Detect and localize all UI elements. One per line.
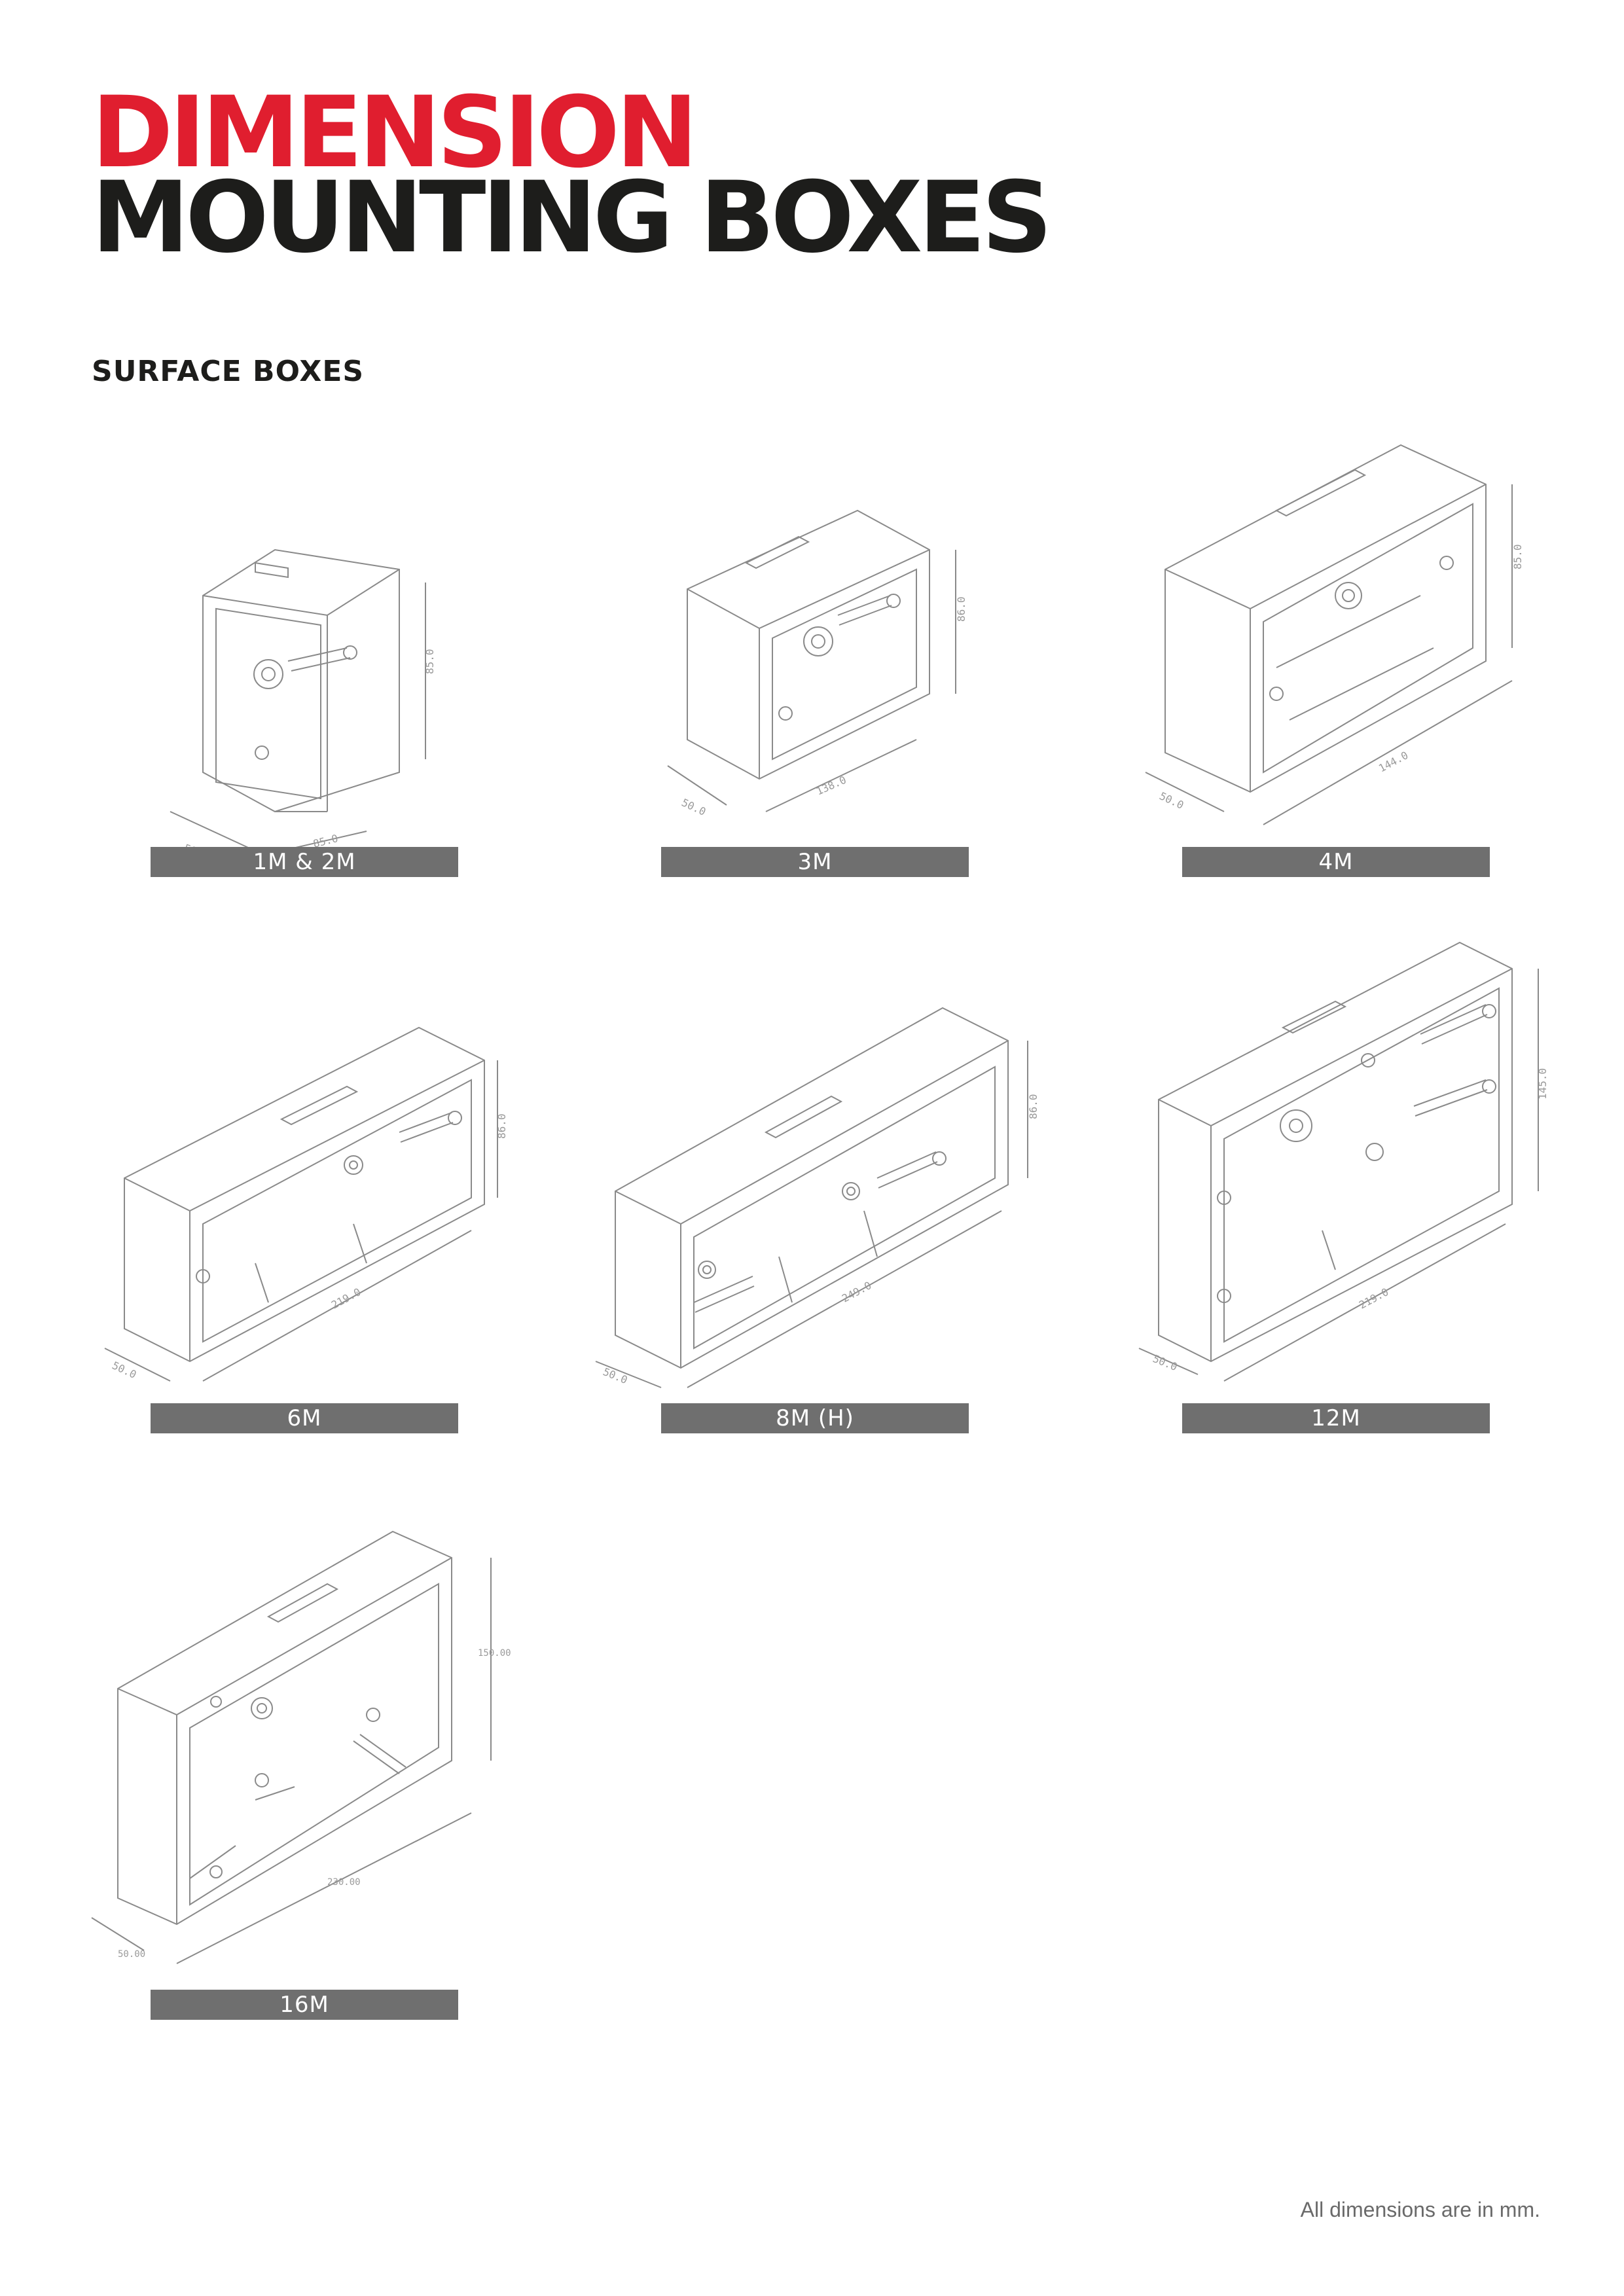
dim-length: 144.0 bbox=[1377, 749, 1410, 774]
dim-depth: 50.00 bbox=[118, 1949, 145, 1960]
box-label-4m: 4M bbox=[1182, 847, 1490, 877]
dim-height: 145.0 bbox=[1536, 1068, 1549, 1100]
box-drawing-16m: 50.00 230.00 150.00 bbox=[92, 1518, 511, 1977]
box-label-12m: 12M bbox=[1182, 1403, 1490, 1433]
footnote: All dimensions are in mm. bbox=[1300, 2198, 1540, 2221]
section-heading: SURFACE BOXES bbox=[92, 355, 365, 388]
dim-depth: 50.0 bbox=[1151, 1352, 1180, 1373]
dim-depth: 50.0 bbox=[602, 1365, 630, 1386]
box-label-3m: 3M bbox=[661, 847, 969, 877]
box-label-8m-h: 8M (H) bbox=[661, 1403, 969, 1433]
dim-length: 249.0 bbox=[840, 1279, 873, 1304]
box-label-16m: 16M bbox=[151, 1990, 458, 2020]
page-title-accent: DIMENSION bbox=[92, 76, 698, 190]
box-drawing-8m-h: 50.0 249.0 86.0 bbox=[596, 995, 1039, 1388]
dim-height: 150.00 bbox=[478, 1648, 511, 1659]
box-drawing-12m: 50.0 219.0 145.0 bbox=[1139, 929, 1549, 1388]
page-title: MOUNTING BOXES bbox=[92, 161, 1053, 275]
dim-length: 230.00 bbox=[327, 1877, 361, 1888]
dim-length: 138.0 bbox=[814, 774, 848, 798]
dim-length: 219.0 bbox=[1357, 1285, 1390, 1311]
box-drawing-4m: 50.0 144.0 85.0 bbox=[1146, 432, 1524, 825]
box-drawing-6m: 50.0 219.0 86.0 bbox=[105, 1014, 508, 1381]
dim-length: 219.0 bbox=[329, 1285, 363, 1311]
dim-height: 86.0 bbox=[1027, 1094, 1039, 1119]
dim-height: 85.0 bbox=[1511, 544, 1524, 569]
dim-depth: 50.0 bbox=[1157, 789, 1185, 812]
dim-depth: 50.0 bbox=[679, 796, 708, 818]
box-drawing-3m: 50.0 138.0 86.0 bbox=[668, 497, 967, 818]
box-drawing-1m-2m: 50.0 85.0 85.0 bbox=[177, 524, 436, 862]
dim-height: 85.0 bbox=[424, 649, 436, 674]
dim-height: 86.0 bbox=[955, 596, 967, 622]
box-label-6m: 6M bbox=[151, 1403, 458, 1433]
dim-height: 86.0 bbox=[496, 1113, 508, 1139]
box-label-1m-2m: 1M & 2M bbox=[151, 847, 458, 877]
